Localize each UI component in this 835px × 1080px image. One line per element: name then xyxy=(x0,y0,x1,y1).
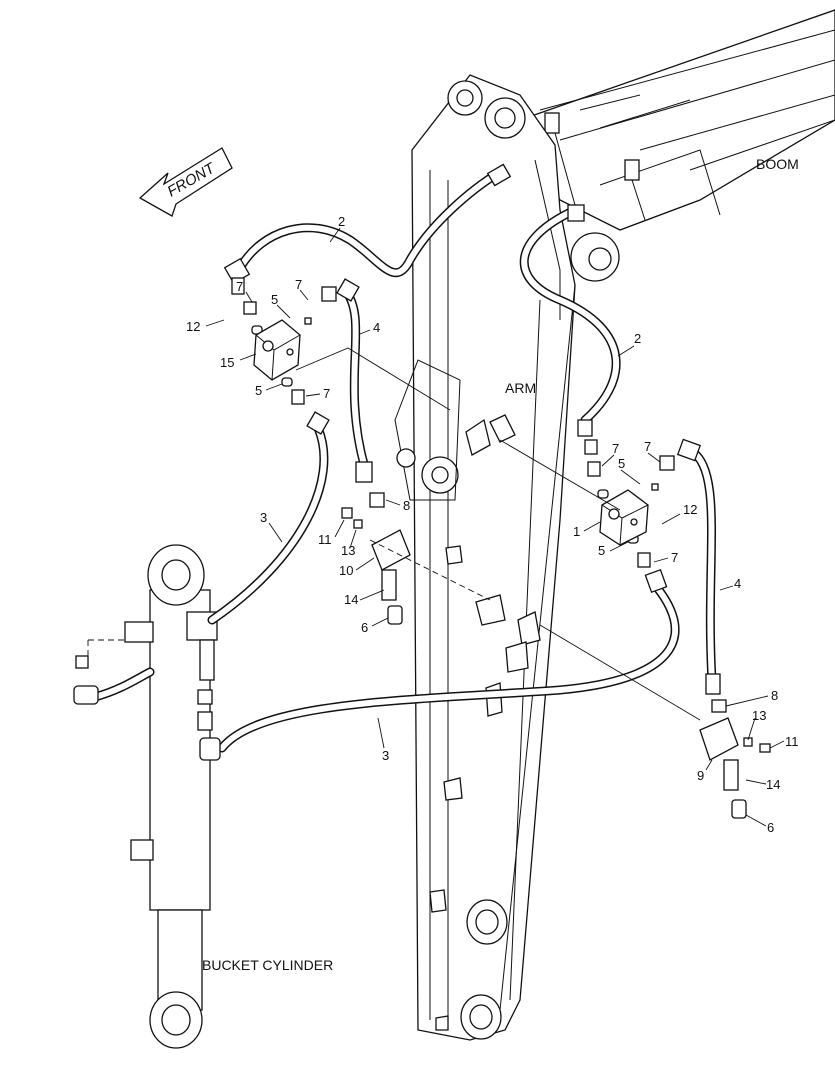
bracket-9 xyxy=(699,699,771,819)
callout-13-right: 13 xyxy=(752,708,766,723)
junction-block-15 xyxy=(253,319,301,381)
callout-5-b: 5 xyxy=(255,383,262,398)
junction-block-1 xyxy=(599,489,649,546)
callout-14-right: 14 xyxy=(766,777,780,792)
callout-8-left: 8 xyxy=(403,498,410,513)
callout-10: 10 xyxy=(339,563,353,578)
callout-4-left: 4 xyxy=(373,320,380,335)
callout-14-left: 14 xyxy=(344,592,358,607)
front-arrow-icon: FRONT xyxy=(138,147,233,217)
arm xyxy=(394,74,576,1041)
bucket-cylinder xyxy=(87,544,218,1049)
callout-5-a: 5 xyxy=(271,292,278,307)
callout-7-d: 7 xyxy=(612,441,619,456)
callout-11-right: 11 xyxy=(785,734,799,749)
callout-11-left: 11 xyxy=(318,532,332,547)
callouts: 2 7 7 5 4 12 15 5 7 2 7 7 5 12 1 5 7 4 3… xyxy=(186,214,799,835)
callout-1: 1 xyxy=(573,524,580,539)
callout-7-e: 7 xyxy=(644,439,651,454)
callout-5-d: 5 xyxy=(598,543,605,558)
callout-2-right: 2 xyxy=(634,331,641,346)
callout-7-c: 7 xyxy=(323,386,330,401)
callout-5-c: 5 xyxy=(618,456,625,471)
callout-7-f: 7 xyxy=(671,550,678,565)
callout-2-left: 2 xyxy=(338,214,345,229)
callout-15: 15 xyxy=(220,355,234,370)
callout-3-left: 3 xyxy=(260,510,267,525)
arm-label: ARM xyxy=(505,380,536,396)
callout-4-right: 4 xyxy=(734,576,741,591)
boom-label: BOOM xyxy=(756,156,799,172)
callout-13-left: 13 xyxy=(341,543,355,558)
callout-9: 9 xyxy=(697,768,704,783)
callout-12-right: 12 xyxy=(683,502,697,517)
fittings xyxy=(73,163,721,761)
callout-12-left: 12 xyxy=(186,319,200,334)
callout-7-a: 7 xyxy=(236,279,243,294)
callout-3-bottom: 3 xyxy=(382,748,389,763)
callout-6-right: 6 xyxy=(767,820,774,835)
callout-8-right: 8 xyxy=(771,688,778,703)
bracket-10 xyxy=(341,492,411,625)
guide-lines xyxy=(295,347,701,721)
bucket-cylinder-label: BUCKET CYLINDER xyxy=(202,957,333,973)
boom xyxy=(519,9,835,282)
callout-7-b: 7 xyxy=(295,277,302,292)
callout-6-left: 6 xyxy=(361,620,368,635)
hoses xyxy=(90,167,717,753)
